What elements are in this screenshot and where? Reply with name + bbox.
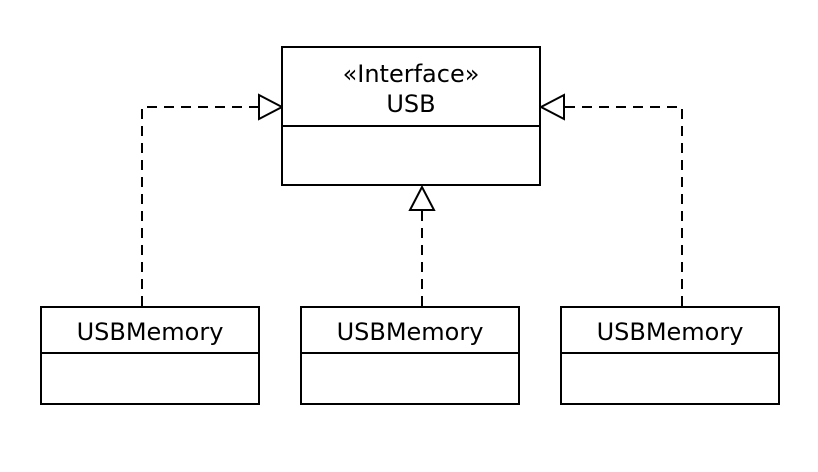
interface-usb-stereotype: «Interface»	[343, 60, 480, 88]
realization-right	[538, 93, 683, 306]
class-usbmemory-middle: USBMemory	[300, 306, 520, 405]
class-usbmemory-right-box	[560, 306, 780, 405]
realization-left	[141, 93, 285, 306]
realization-right-line	[562, 106, 683, 306]
realization-left-line	[141, 106, 260, 306]
interface-usb: «Interface» USB	[281, 46, 541, 186]
realization-right-arrowhead	[538, 93, 565, 121]
class-usbmemory-middle-name: USBMemory	[337, 318, 484, 346]
class-usbmemory-left-name: USBMemory	[77, 318, 224, 346]
class-usbmemory-right-name: USBMemory	[597, 318, 744, 346]
realization-left-arrowhead	[258, 93, 285, 121]
class-usbmemory-middle-box	[300, 306, 520, 405]
realization-middle-arrowhead	[408, 184, 436, 211]
interface-usb-box	[281, 46, 541, 186]
class-usbmemory-left: USBMemory	[40, 306, 260, 405]
realization-middle	[408, 184, 436, 306]
interface-usb-name: USB	[386, 90, 435, 118]
class-usbmemory-left-box	[40, 306, 260, 405]
class-usbmemory-right: USBMemory	[560, 306, 780, 405]
